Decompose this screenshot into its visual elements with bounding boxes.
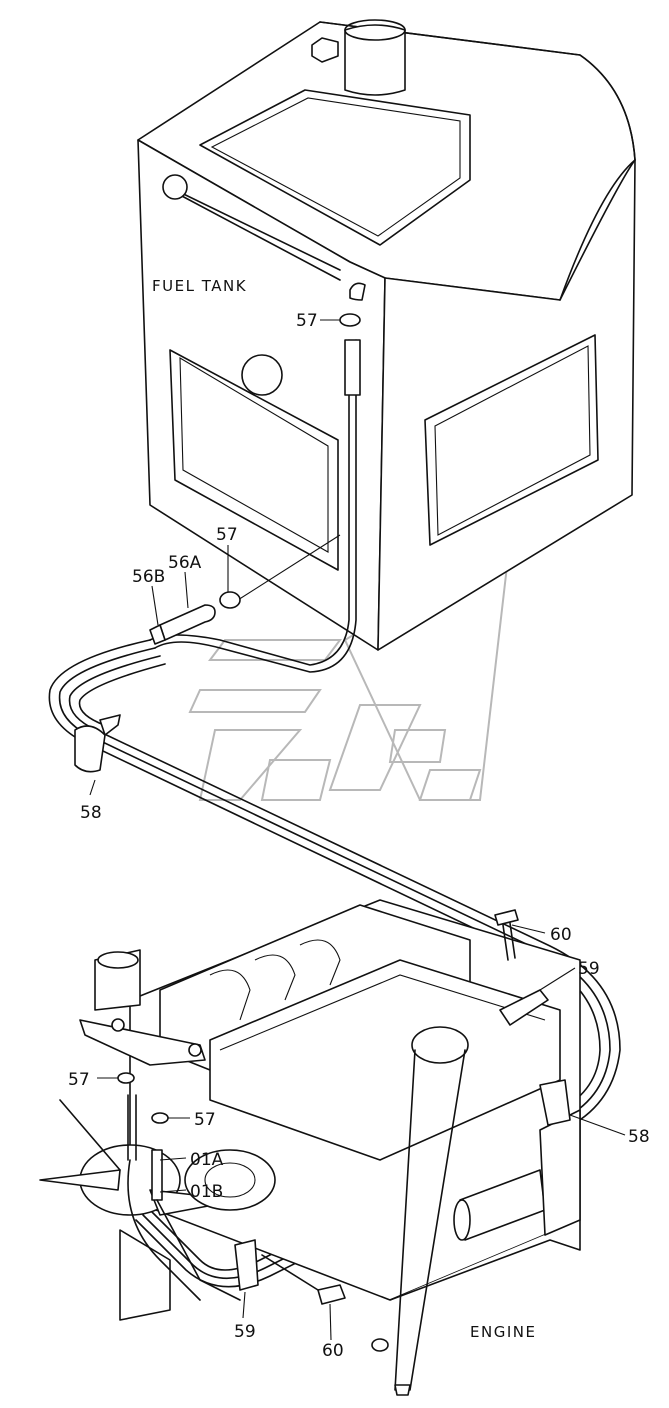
fuel-tank-label: FUEL TANK bbox=[152, 277, 247, 295]
callout-01a: 01A bbox=[190, 1150, 224, 1170]
callout-01b: 01B bbox=[190, 1182, 223, 1202]
engine bbox=[39, 899, 581, 1396]
callout-58-upper: 58 bbox=[80, 803, 102, 823]
callout-56a: 56A bbox=[168, 553, 202, 573]
text-labels: FUEL TANK ENGINE 57 57 56B 56A 58 60 59 … bbox=[68, 277, 650, 1361]
leader-lines bbox=[89, 319, 626, 1341]
callout-58-lower: 58 bbox=[628, 1127, 650, 1147]
callout-59-lower: 59 bbox=[234, 1322, 256, 1342]
callout-57-tank-top: 57 bbox=[296, 311, 318, 331]
callout-57-engine-left: 57 bbox=[68, 1070, 90, 1090]
fuel-tank bbox=[137, 19, 636, 651]
callout-57-engine-right: 57 bbox=[194, 1110, 216, 1130]
callout-59-upper: 59 bbox=[578, 959, 600, 979]
callout-60-lower: 60 bbox=[322, 1341, 344, 1361]
callout-56b: 56B bbox=[132, 567, 165, 587]
callout-57-tank-bottom: 57 bbox=[216, 525, 238, 545]
fuel-line-tank bbox=[149, 282, 366, 673]
callout-60-upper: 60 bbox=[550, 925, 572, 945]
engine-label: ENGINE bbox=[470, 1323, 536, 1341]
